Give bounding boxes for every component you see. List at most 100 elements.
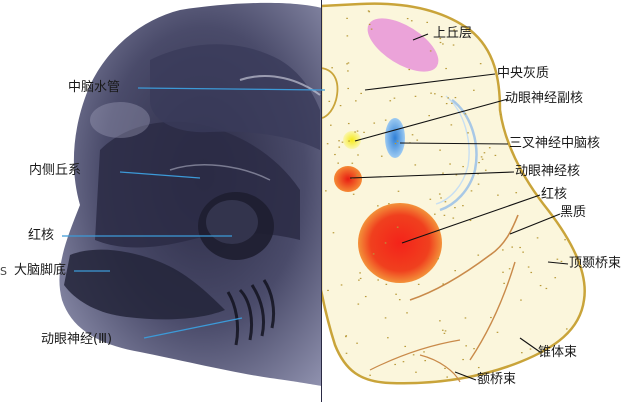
stipple-dot: [356, 130, 359, 132]
stipple-dot: [408, 68, 411, 71]
stipple-dot: [347, 62, 350, 64]
stipple-dot: [473, 348, 475, 350]
stipple-dot: [373, 122, 376, 124]
stipple-dot: [369, 374, 371, 376]
accessory-oculomotor-nucleus: [343, 131, 361, 149]
stipple-dot: [442, 172, 444, 174]
stipple-dot: [356, 174, 358, 176]
stippling-dots: [325, 10, 568, 378]
stipple-dot: [414, 95, 417, 97]
stipple-dot: [484, 169, 487, 171]
stipple-dot: [450, 124, 453, 126]
stipple-dot: [438, 193, 441, 195]
stipple-dot: [368, 11, 371, 13]
stipple-dot: [483, 152, 486, 154]
stipple-dot: [434, 213, 436, 215]
stipple-dot: [357, 303, 360, 305]
stipple-dot: [384, 242, 387, 244]
stipple-dot: [442, 283, 444, 285]
stipple-dot: [327, 289, 329, 292]
stipple-dot: [465, 345, 467, 347]
stipple-dot: [465, 29, 468, 31]
label-pyramidal-tract: 锥体束: [538, 345, 578, 360]
stipple-dot: [402, 361, 405, 363]
label-oculomotor-nerve: 动眼神经(Ⅲ): [41, 332, 113, 347]
label-parietotemporopontine-tract: 顶颞桥束: [569, 256, 622, 271]
stipple-dot: [363, 131, 365, 133]
stipple-dot: [393, 97, 396, 99]
stipple-dot: [442, 43, 444, 45]
stipple-dot: [370, 28, 373, 30]
stipple-dot: [354, 131, 356, 133]
stipple-dot: [454, 270, 456, 272]
label-cerebral-aqueduct: 中脑水管: [68, 80, 121, 95]
stipple-dot: [439, 149, 441, 151]
stipple-dot: [455, 174, 458, 176]
stipple-dot: [337, 162, 339, 164]
stipple-dot: [499, 113, 502, 116]
stipple-dot: [331, 67, 333, 69]
stipple-dot: [417, 283, 420, 285]
stipple-dot: [380, 155, 383, 157]
stipple-dot: [384, 317, 387, 319]
stipple-dot: [539, 284, 542, 287]
stipple-dot: [406, 312, 408, 314]
stipple-dot: [497, 194, 499, 196]
stipple-dot: [440, 96, 443, 98]
label-oculomotor-nucleus: 动眼神经核: [515, 164, 581, 179]
stipple-dot: [412, 354, 415, 356]
stipple-dot: [415, 371, 417, 373]
stipple-dot: [560, 260, 563, 263]
stipple-dot: [430, 92, 432, 94]
stipple-dot: [429, 198, 432, 200]
stipple-dot: [395, 293, 397, 295]
stipple-dot: [414, 164, 417, 166]
superior-colliculus: [367, 18, 439, 72]
stipple-dot: [464, 317, 467, 319]
stipple-dot: [467, 132, 469, 134]
stipple-dot: [443, 332, 446, 334]
stipple-dot: [388, 203, 390, 205]
stipple-dot: [346, 63, 348, 65]
stipple-dot: [332, 232, 335, 234]
stipple-dot: [396, 140, 399, 142]
stipple-dot: [520, 299, 522, 301]
stipple-dot: [364, 295, 367, 298]
label-substantia-nigra: 黑质: [560, 205, 587, 220]
stipple-dot: [367, 10, 370, 12]
stipple-dot: [473, 89, 475, 91]
stipple-dot: [328, 100, 331, 102]
stipple-dot: [338, 140, 340, 142]
stipple-dot: [351, 162, 354, 164]
stipple-dot: [556, 258, 559, 260]
stipple-dot: [352, 193, 355, 195]
label-accessory-oculomotor-nucleus: 动眼神经副核: [505, 91, 584, 106]
stipple-dot: [377, 279, 379, 281]
stipple-dot: [477, 254, 480, 256]
right-pointer-lines: [349, 33, 569, 381]
stipple-dot: [347, 87, 349, 90]
stipple-dot: [444, 367, 446, 370]
stipple-dot: [522, 251, 524, 253]
stipple-dot: [503, 282, 505, 284]
stipple-dot: [470, 190, 473, 192]
stipple-dot: [477, 183, 480, 185]
stipple-dot: [565, 328, 568, 330]
stipple-dot: [356, 342, 358, 344]
stipple-dot: [521, 352, 523, 354]
stipple-dot: [446, 376, 448, 378]
label-superior-colliculus: 上丘层: [433, 26, 473, 41]
stipple-dot: [527, 266, 530, 268]
stipple-dot: [502, 249, 504, 251]
stipple-dot: [444, 330, 447, 332]
stipple-dot: [360, 92, 362, 95]
stipple-dot: [426, 21, 429, 24]
stipple-dot: [451, 102, 453, 104]
label-frontopontine-tract: 额桥束: [477, 372, 517, 387]
stipple-dot: [452, 44, 455, 46]
stipple-dot: [462, 165, 464, 168]
stipple-dot: [439, 320, 441, 322]
stipple-dot: [347, 70, 349, 72]
stipple-dot: [437, 258, 440, 260]
